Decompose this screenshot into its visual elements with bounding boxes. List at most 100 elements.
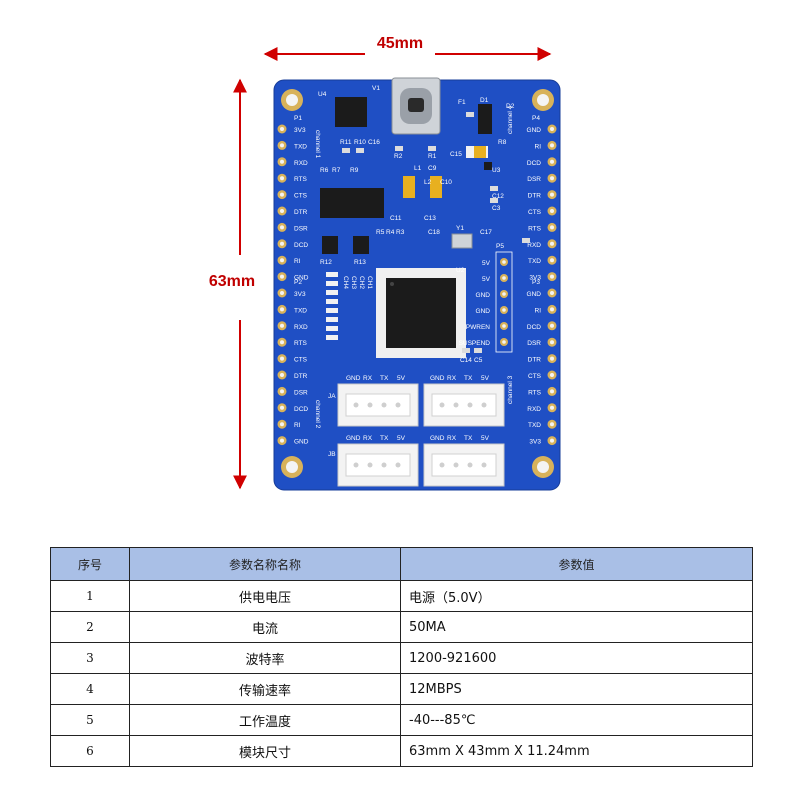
- pad-hole-icon: [280, 241, 284, 246]
- jst-pin-icon: [367, 462, 373, 468]
- component-label: V1: [372, 85, 380, 92]
- p5-label: SUSPEND: [459, 340, 491, 347]
- component-label: C18: [428, 229, 440, 236]
- connector-pin-label: 5V: [397, 375, 406, 382]
- mounting-hole-icon: [281, 89, 554, 478]
- board-figure: 45mm 63mm P13V3TXDRXDRTSCTSDTRDSRDCDRIGN…: [209, 35, 561, 491]
- row-no: 4: [50, 673, 130, 705]
- left-header-label: TXD: [294, 307, 307, 314]
- height-label: 63mm: [209, 273, 255, 290]
- left-header-label: DSR: [294, 389, 308, 396]
- pad-hole-icon: [550, 340, 554, 345]
- right-header-labels: P4GNDRIDCDDSRDTRCTSRTSRXDTXD3V3P3GNDRIDC…: [527, 115, 542, 446]
- row-no: 5: [50, 704, 130, 736]
- pad-hole-icon: [550, 127, 554, 131]
- led-icon: [326, 326, 338, 331]
- component-label: C13: [424, 215, 436, 222]
- component-label: R11: [340, 139, 352, 146]
- p5-label: PWREN: [466, 324, 491, 331]
- table-row: 4 传输速率 12MBPS: [50, 673, 753, 705]
- right-header-label: DTR: [528, 193, 542, 200]
- row-name: 波特率: [129, 642, 401, 674]
- right-header-label: RXD: [527, 406, 541, 413]
- row-value: 50MA: [400, 611, 753, 643]
- right-header-label: DSR: [527, 340, 541, 347]
- jst-pin-icon: [367, 402, 373, 408]
- usb-c-port-icon: [391, 77, 441, 135]
- pad-hole-icon: [280, 192, 284, 197]
- row-value: 63mm X 43mm X 11.24mm: [400, 735, 753, 767]
- left-header-label: DSR: [294, 225, 308, 232]
- right-header-label: RI: [535, 143, 542, 150]
- pad-hole-icon: [550, 405, 554, 410]
- row-name: 电流: [129, 611, 401, 643]
- left-header-pads: [277, 124, 287, 446]
- pad-hole-icon: [550, 258, 554, 263]
- connector-pin-label: 5V: [397, 435, 406, 442]
- left-header-label: RTS: [294, 340, 308, 347]
- component-label: C14: [460, 357, 472, 364]
- p5-label: 5V: [482, 276, 491, 283]
- table-row: 2 电流 50MA: [50, 611, 753, 643]
- pad-hole-icon: [280, 225, 284, 230]
- left-header-labels: P13V3TXDRXDRTSCTSDTRDSRDCDRIGNDP23V3TXDR…: [294, 115, 309, 446]
- right-header-label: GND: [527, 291, 542, 298]
- pcb-board: P13V3TXDRXDRTSCTSDTRDSRDCDRIGNDP23V3TXDR…: [273, 77, 561, 491]
- smd-parts-bottom-icon: [462, 186, 530, 353]
- component-label: C9: [428, 165, 437, 172]
- component-label: R1: [428, 153, 437, 160]
- right-header-label: CTS: [528, 373, 542, 380]
- header-name: 参数名称名称: [129, 547, 401, 581]
- p5-label: 5V: [482, 260, 491, 267]
- row-value: -40---85℃: [400, 704, 753, 736]
- pad-hole-icon: [502, 340, 506, 344]
- left-header-label: 3V3: [294, 127, 306, 134]
- component-label: R12: [320, 259, 332, 266]
- jst-socket-icon: [431, 393, 497, 417]
- table-row: 1 供电电压 电源（5.0V）: [50, 580, 753, 612]
- pad-hole-icon: [550, 356, 554, 361]
- right-header-label: RTS: [528, 389, 542, 396]
- component-label: C17: [480, 229, 492, 236]
- jst-pin-icon: [353, 402, 359, 408]
- left-header-label: GND: [294, 275, 309, 282]
- jack-label: JA: [328, 393, 336, 400]
- connector-pin-label: RX: [363, 435, 373, 442]
- pad-hole-icon: [550, 192, 554, 197]
- component-label: C15: [450, 151, 462, 158]
- connector-pin-label: GND: [346, 435, 361, 442]
- jst-pin-icon: [439, 402, 445, 408]
- pad-hole-icon: [280, 143, 284, 148]
- row-name: 模块尺寸: [129, 735, 401, 767]
- pad-hole-icon: [280, 127, 284, 131]
- right-header-label: GND: [527, 127, 542, 134]
- jst-pin-icon: [381, 402, 387, 408]
- connector-pin-label: TX: [380, 375, 389, 382]
- pad-hole-icon: [550, 176, 554, 181]
- pad-hole-icon: [280, 209, 284, 213]
- left-header-label: DTR: [294, 209, 308, 216]
- pad-hole-icon: [550, 143, 554, 148]
- u4-chip-icon: [335, 97, 367, 127]
- pad-hole-icon: [550, 389, 554, 394]
- jst-pin-icon: [453, 402, 459, 408]
- p5-label: GND: [476, 308, 491, 315]
- pad-hole-icon: [550, 291, 554, 295]
- pad-hole-icon: [502, 260, 506, 264]
- header-value: 参数值: [400, 547, 753, 581]
- tantalum-caps-icon: [403, 176, 442, 198]
- pad-hole-icon: [550, 274, 554, 279]
- pad-hole-icon: [280, 176, 284, 181]
- table-row: 5 工作温度 -40---85℃: [50, 704, 753, 736]
- pad-hole-icon: [280, 323, 284, 328]
- row-value: 电源（5.0V）: [400, 580, 753, 612]
- left-header-label: P1: [294, 115, 302, 122]
- driver-chip-icon: [320, 188, 384, 218]
- component-label: R2: [394, 153, 403, 160]
- led-label: CH3: [350, 276, 357, 289]
- row-name: 传输速率: [129, 673, 401, 705]
- right-header-label: 3V3: [529, 439, 541, 446]
- led-icon: [326, 335, 338, 340]
